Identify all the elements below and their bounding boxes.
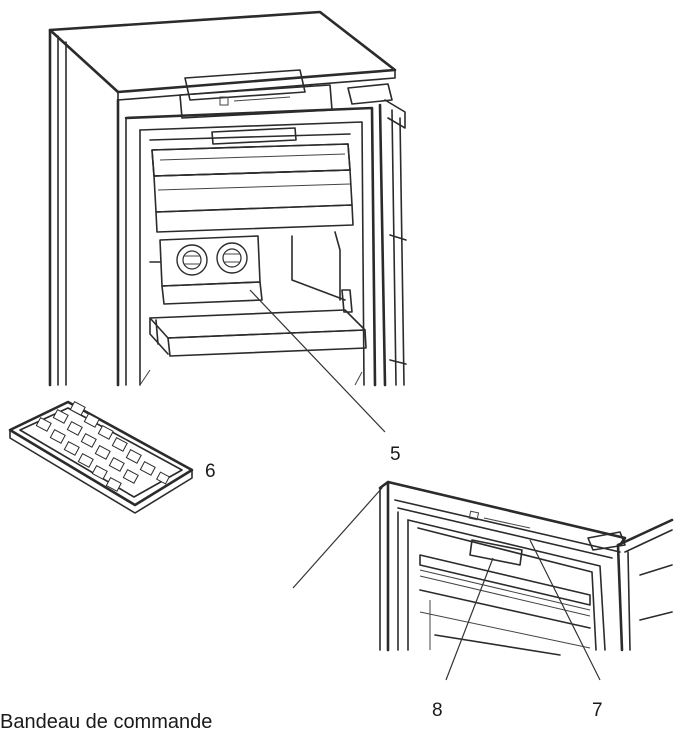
- leader-lines: [249, 289, 601, 681]
- callout-6: 6: [205, 461, 216, 482]
- leader-line-5-detail: [292, 487, 383, 589]
- callout-5: 5: [390, 444, 401, 465]
- freezer-compartment-illustration: [48, 10, 407, 387]
- ice-cube-tray-illustration: [8, 400, 194, 514]
- caption-control-panel: Bandeau de commande: [0, 711, 212, 733]
- leader-line-5-compartment: [249, 289, 386, 433]
- leader-line-8: [445, 557, 494, 681]
- control-panel-detail-illustration: [378, 480, 674, 656]
- callout-7: 7: [592, 700, 603, 721]
- callout-8: 8: [432, 700, 443, 721]
- leader-line-7: [529, 539, 601, 681]
